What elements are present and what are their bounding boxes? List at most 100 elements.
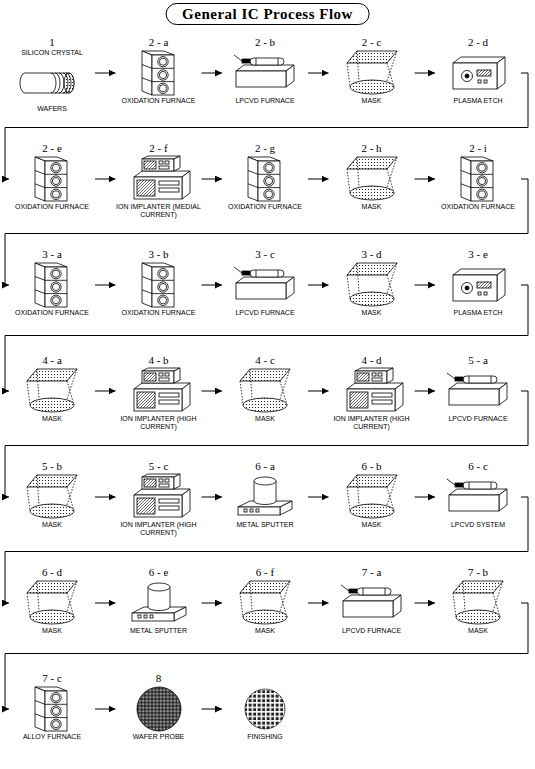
step-number: 6 - e [116, 566, 202, 579]
step-caption: LPCVD FURNACE [222, 97, 308, 105]
step-caption: MASK [9, 415, 95, 423]
process-step: 5 - aLPCVD FURNACE [435, 354, 521, 423]
step-caption: LPCVD FURNACE [329, 627, 415, 635]
step-caption: ION IMPLANTER (MEDIAL CURRENT) [116, 203, 202, 219]
furnace-icon [35, 157, 67, 201]
step-number: 8 [116, 672, 202, 685]
equipment-icon [230, 261, 300, 309]
equipment-icon [124, 261, 194, 309]
flow-arrow [202, 603, 223, 604]
flow-arrow [415, 285, 436, 286]
step-number: 2 - c [329, 36, 415, 49]
step-caption: LPCVD FURNACE [435, 415, 521, 423]
mask-icon [347, 475, 397, 518]
step-caption: WAFER PROBE [116, 733, 202, 741]
step-number: 6 - c [435, 460, 521, 473]
step-caption: ION IMPLANTER (HIGH CURRENT) [116, 521, 202, 537]
flow-arrow [308, 73, 329, 74]
flow-arrow [308, 285, 329, 286]
flow-arrow [95, 603, 116, 604]
plasma-icon [453, 57, 505, 89]
flow-arrow [202, 709, 223, 710]
step-caption: ALLOY FURNACE [9, 733, 95, 741]
furnace-icon [35, 687, 67, 731]
process-step: 7 - a LPCVD FURNACE [329, 566, 415, 635]
title-box: General IC Process Flow [165, 3, 370, 25]
step-caption: FINISHING [222, 733, 308, 741]
process-step: 3 - bOXIDATION FURNACE [116, 248, 202, 317]
process-step: 6 - fMASK [222, 566, 308, 635]
equipment-icon [443, 155, 513, 203]
implanter-icon [134, 368, 190, 411]
flow-arrow [308, 391, 329, 392]
flow-arrow [95, 285, 116, 286]
step-caption: MASK [222, 415, 308, 423]
process-step: 3 - cLPCVD FURNACE [222, 248, 308, 317]
step-caption: ION IMPLANTER (HIGH CURRENT) [116, 415, 202, 431]
step-caption: MASK [9, 627, 95, 635]
process-step: 4 - b ION IMPLANTER (HIGH CURRENT) [116, 354, 202, 431]
process-step: 1SILICON CRYSTAL WAFERS [9, 36, 95, 113]
process-step: 4 - cMASK [222, 354, 308, 423]
step-caption: WAFERS [9, 105, 95, 113]
process-step: 2 - gOXIDATION FURNACE [222, 142, 308, 211]
step-number: 4 - b [116, 354, 202, 367]
flow-arrow [415, 73, 436, 74]
mask-icon [27, 581, 77, 624]
equipment-icon [124, 473, 194, 521]
equipment-icon [337, 49, 407, 97]
step-number: 7 - b [435, 566, 521, 579]
step-caption: PLASMA ETCH [435, 97, 521, 105]
step-number: 6 - b [329, 460, 415, 473]
step-caption: OXIDATION FURNACE [116, 309, 202, 317]
step-caption: METAL SPUTTER [222, 521, 308, 529]
flow-arrow [95, 179, 116, 180]
furnace-icon [248, 157, 280, 201]
flow-arrow [202, 73, 223, 74]
equipment-icon [337, 473, 407, 521]
step-number: 5 - c [116, 460, 202, 473]
step-caption: SILICON CRYSTAL [9, 49, 95, 57]
equipment-icon [17, 57, 87, 105]
process-step: 2 - hMASK [329, 142, 415, 211]
step-caption: OXIDATION FURNACE [116, 97, 202, 105]
furnace-icon [461, 157, 493, 201]
equipment-icon [337, 579, 407, 627]
step-caption: OXIDATION FURNACE [222, 203, 308, 211]
flow-arrow [308, 603, 329, 604]
process-step: 2 - cMASK [329, 36, 415, 105]
equipment-icon [17, 155, 87, 203]
step-caption: MASK [329, 203, 415, 211]
finish-icon [245, 689, 285, 729]
equipment-icon [124, 155, 194, 203]
step-number: 2 - i [435, 142, 521, 155]
equipment-icon [443, 579, 513, 627]
mask-icon [27, 475, 77, 518]
step-number: 7 - c [9, 672, 95, 685]
step-caption: LPCVD FURNACE [222, 309, 308, 317]
flow-arrow [95, 73, 116, 74]
lpcvd-icon [447, 479, 507, 511]
equipment-icon [443, 49, 513, 97]
process-step: 6 - eMETAL SPUTTER [116, 566, 202, 635]
step-number: 1 [9, 36, 95, 49]
flow-arrow [308, 497, 329, 498]
step-number: 7 - a [329, 566, 415, 579]
process-step: FINISHING [222, 672, 308, 741]
flow-arrow [95, 391, 116, 392]
process-step: 2 - aOXIDATION FURNACE [116, 36, 202, 105]
process-step: 8WAFER PROBE [116, 672, 202, 741]
equipment-icon [230, 473, 300, 521]
mask-icon [27, 369, 77, 412]
process-step: 2 - dPLASMA ETCH [435, 36, 521, 105]
equipment-icon [443, 367, 513, 415]
step-number: 6 - a [222, 460, 308, 473]
mask-icon [453, 581, 503, 624]
equipment-icon [337, 155, 407, 203]
step-caption: OXIDATION FURNACE [9, 309, 95, 317]
lpcvd-icon [341, 585, 401, 617]
process-step: 6 - cLPCVD SYSTEM [435, 460, 521, 529]
flow-arrow [415, 497, 436, 498]
step-caption: MASK [222, 627, 308, 635]
